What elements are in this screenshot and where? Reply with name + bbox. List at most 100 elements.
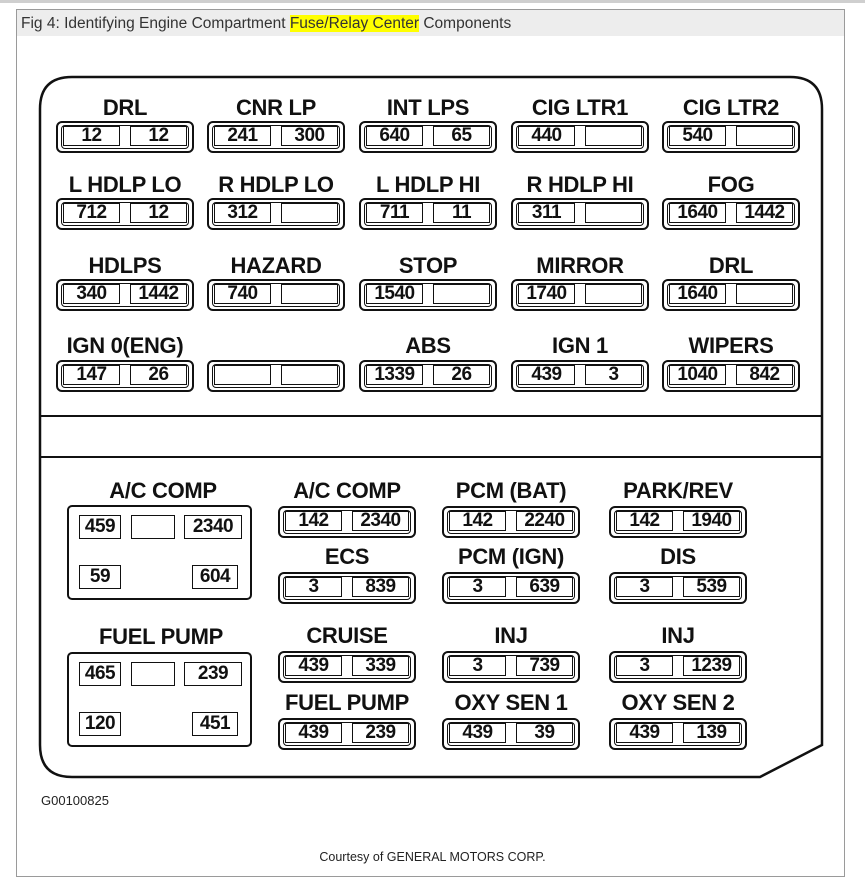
upper-fuse-value-cig-ltr2-1: 540 [669,126,726,146]
upper-fuse-value-cnr-lp-2: 300 [281,126,338,146]
lower-label-inj: INJ [661,623,695,648]
lower-fuse-value-inj-1: 3 [616,656,673,676]
title-prefix: Fig 4: Identifying Engine Compartment [21,15,290,32]
lower-label-ecs: ECS [324,544,370,569]
title-highlight: Fuse/Relay Center [289,15,420,32]
lower-fuse-value-fuel-pump-2: 239 [352,723,409,743]
upper-fuse-value-r-hdlp-lo-2 [281,203,338,223]
lower-label-pcm-bat: PCM (BAT) [455,478,567,503]
lower-fuse-value-ecs-2: 839 [352,577,409,597]
lower-fuse-value-oxy-sen-2-2: 139 [683,723,740,743]
upper-label-stop: STOP [398,253,458,278]
upper-label-cig-ltr1: CIG LTR1 [531,95,629,120]
upper-fuse-value-l-hdlp-lo-1: 712 [63,203,120,223]
upper-fuse-value-drl-1: 12 [63,126,120,146]
relay-label-fuel-pump: FUEL PUMP [98,624,224,649]
upper-label-r-hdlp-lo: R HDLP LO [218,172,334,197]
relay-value-a-c-comp-2 [131,515,175,539]
lower-label-oxy-sen-2: OXY SEN 2 [621,690,735,715]
lower-fuse-value-oxy-sen-1-1: 439 [449,723,506,743]
upper-fuse-value-ign-1-1: 439 [518,365,575,385]
upper-label-abs: ABS [405,333,451,358]
upper-fuse-value-fog-2: 1442 [736,203,793,223]
figure-title-bar [17,10,844,36]
lower-fuse-value-inj-1: 3 [449,656,506,676]
lower-fuse-value-inj-2: 1239 [683,656,740,676]
upper-fuse-value-cig-ltr2-2 [736,126,793,146]
lower-label-oxy-sen-1: OXY SEN 1 [454,690,568,715]
upper-fuse-value-ign-1-2: 3 [585,365,642,385]
upper-fuse-value-fog-1: 1640 [669,203,726,223]
upper-fuse-value-drl-2 [736,284,793,304]
lower-label-dis: DIS [660,544,696,569]
upper-fuse-value-cnr-lp-1: 241 [214,126,271,146]
lower-fuse-value-oxy-sen-2-1: 439 [616,723,673,743]
relay-value-fuel-pump-1: 465 [79,662,121,686]
relay-label-a-c-comp: A/C COMP [109,478,217,503]
upper-fuse-value-mirror-2 [585,284,642,304]
relay-value-a-c-comp-5: 604 [192,565,238,589]
lower-label-fuel-pump: FUEL PUMP [284,690,410,715]
lower-fuse-value-fuel-pump-1: 439 [285,723,342,743]
upper-fuse-value-ign-0-eng-2: 26 [130,365,187,385]
upper-fuse-value-hazard-1: 740 [214,284,271,304]
lower-fuse-value-pcm-ign-2: 639 [516,577,573,597]
upper-fuse-value-hdlps-2: 1442 [130,284,187,304]
upper-label-fog: FOG [707,172,755,197]
credit-line: Courtesy of GENERAL MOTORS CORP. [319,850,546,864]
upper-fuse-value-hdlps-1: 340 [63,284,120,304]
relay-value-fuel-pump-3: 239 [184,662,242,686]
lower-label-park-rev: PARK/REV [623,478,733,503]
relay-value-a-c-comp-1: 459 [79,515,121,539]
upper-label-hdlps: HDLPS [88,253,162,278]
figure-title: Fig 4: Identifying Engine Compartment Fu… [21,15,511,33]
lower-fuse-value-dis-2: 539 [683,577,740,597]
upper-fuse-value-r-hdlp-hi-2 [585,203,642,223]
upper-label-drl: DRL [708,253,754,278]
upper-label-wipers: WIPERS [688,333,774,358]
lower-fuse-value-dis-1: 3 [616,577,673,597]
upper-label-ign-1: IGN 1 [552,333,608,358]
upper-fuse-value-abs-1: 1339 [366,365,423,385]
upper-label-l-hdlp-lo: L HDLP LO [68,172,182,197]
upper-fuse-value-stop-2 [433,284,490,304]
upper-fuse-value-abs-2: 26 [433,365,490,385]
lower-fuse-value-a-c-comp-2: 2340 [352,511,409,531]
upper-fuse-value-mirror-1: 1740 [518,284,575,304]
lower-fuse-value-ecs-1: 3 [285,577,342,597]
upper-fuse-value-stop-1: 1540 [366,284,423,304]
lower-fuse-value-park-rev-2: 1940 [683,511,740,531]
lower-label-cruise: CRUISE [306,623,388,648]
upper-label-int-lps: INT LPS [386,95,470,120]
title-suffix: Components [419,15,512,32]
upper-fuse-value-int-lps-1: 640 [366,126,423,146]
relay-value-a-c-comp-3: 2340 [184,515,242,539]
lower-fuse-value-pcm-bat-1: 142 [449,511,506,531]
upper-label-ign-0-eng: IGN 0(ENG) [66,333,184,358]
upper-label-mirror: MIRROR [536,253,624,278]
upper-fuse-value-r-hdlp-lo-1: 312 [214,203,271,223]
relay-value-fuel-pump-2 [131,662,175,686]
lower-fuse-value-oxy-sen-1-2: 39 [516,723,573,743]
upper-fuse-value-blank-1 [214,365,271,385]
upper-fuse-value-wipers-2: 842 [736,365,793,385]
relay-value-fuel-pump-5: 451 [192,712,238,736]
upper-fuse-value-l-hdlp-hi-1: 711 [366,203,423,223]
lower-label-inj: INJ [494,623,528,648]
upper-label-l-hdlp-hi: L HDLP HI [375,172,481,197]
relay-value-a-c-comp-4: 59 [79,565,121,589]
lower-label-a-c-comp: A/C COMP [293,478,401,503]
lower-fuse-value-inj-2: 739 [516,656,573,676]
upper-fuse-value-blank-2 [281,365,338,385]
upper-fuse-value-ign-0-eng-1: 147 [63,365,120,385]
upper-label-cig-ltr2: CIG LTR2 [682,95,780,120]
upper-fuse-value-r-hdlp-hi-1: 311 [518,203,575,223]
upper-fuse-value-cig-ltr1-2 [585,126,642,146]
figure-frame [16,9,845,877]
lower-fuse-value-cruise-2: 339 [352,656,409,676]
lower-fuse-value-a-c-comp-1: 142 [285,511,342,531]
lower-fuse-value-pcm-ign-1: 3 [449,577,506,597]
diagram-code: G00100825 [41,793,109,808]
upper-label-cnr-lp: CNR LP [235,95,317,120]
